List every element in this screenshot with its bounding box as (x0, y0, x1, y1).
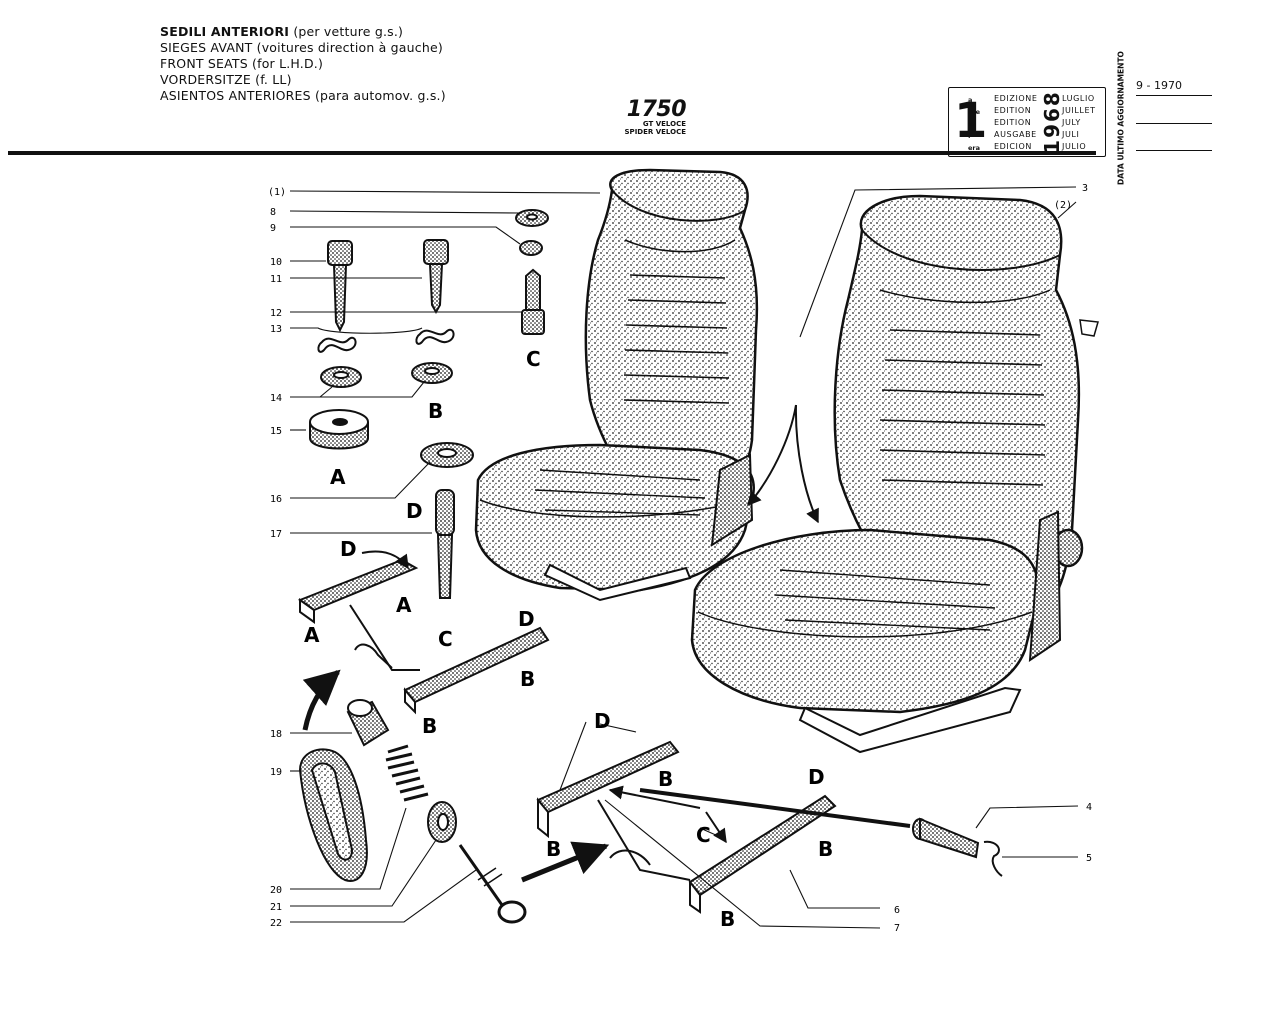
edition-number: 1 (954, 93, 988, 149)
callout-19: 19 (270, 767, 282, 778)
letter-d: D (406, 499, 423, 523)
letter-b: B (428, 399, 443, 423)
title-block: SEDILI ANTERIORI (per vetture g.s.) SIEG… (160, 24, 446, 104)
letter-b: B (720, 907, 735, 931)
letter-b: B (520, 667, 535, 691)
title-it: SEDILI ANTERIORI (per vetture g.s.) (160, 24, 446, 40)
letter-c: C (696, 823, 711, 847)
title-de: VORDERSITZE (f. LL) (160, 72, 292, 87)
edition-months: LUGLIO JUILLET JULY JULI JULIO (1062, 93, 1096, 153)
model-variant-gt: GT VELOCE (642, 120, 686, 128)
letter-c: C (438, 627, 453, 651)
letter-a: A (396, 593, 412, 617)
callout-9: 9 (270, 223, 276, 234)
edition-month: JULY (1062, 118, 1081, 127)
edition-label: EDITION (994, 106, 1032, 115)
model-variant-spider: SPIDER VELOCE (624, 128, 686, 136)
edition-label: EDIZIONE (994, 94, 1038, 103)
update-date: 9 - 1970 (1136, 79, 1182, 92)
callout-4: 4 (1086, 802, 1092, 813)
edition-sup-fr: ere (968, 108, 981, 116)
callout-numbers: (1) (2) 3 4 5 6 7 8 9 10 11 12 13 14 15 … (268, 183, 1092, 934)
callout-6: 6 (894, 905, 900, 916)
pin-and-clip (912, 817, 1003, 877)
edition-sup-de: . (968, 132, 971, 140)
edition-month: LUGLIO (1062, 94, 1095, 103)
callout-10: 10 (270, 257, 282, 268)
letter-a: A (304, 623, 320, 647)
letter-d: D (808, 765, 825, 789)
callout-15: 15 (270, 426, 282, 437)
title-it-rest: (per vetture g.s.) (293, 24, 404, 39)
edition-sup-it: a (968, 96, 973, 104)
callout-7: 7 (894, 923, 900, 934)
assembly-arrows (302, 404, 911, 883)
edition-labels: EDIZIONE EDITION EDITION AUSGABE EDICION (994, 93, 1038, 153)
title-it-main: SEDILI ANTERIORI (160, 24, 290, 39)
letter-b: B (818, 837, 833, 861)
edition-sup-en: st (968, 120, 975, 128)
callout-13: 13 (270, 324, 282, 335)
letter-b: B (546, 837, 561, 861)
callout-1: (1) (268, 187, 286, 198)
callout-8: 8 (270, 207, 276, 218)
seat-left (474, 168, 759, 602)
seat-right (690, 194, 1099, 754)
edition-sup-es: era (968, 144, 981, 152)
parts-group (298, 209, 549, 924)
letter-d: D (594, 709, 611, 733)
callout-11: 11 (270, 274, 282, 285)
edition-month: JUILLET (1062, 106, 1096, 115)
callout-16: 16 (270, 494, 282, 505)
callout-18: 18 (270, 729, 282, 740)
letter-d: D (518, 607, 535, 631)
revision-line (1136, 95, 1212, 96)
letter-b: B (422, 714, 437, 738)
letter-c: C (526, 347, 541, 371)
assembly-letters: C B A D D A A C D B B D B D C B B B (304, 347, 833, 931)
edition-label: AUSGABE (994, 130, 1037, 139)
edition-month: JULI (1062, 130, 1080, 139)
model-number: 1750 (626, 97, 687, 122)
rail-assembly-upper (297, 558, 550, 715)
callout-17: 17 (270, 529, 282, 540)
model-block: 1750 GT VELOCE SPIDER VELOCE (606, 97, 687, 137)
edition-label: EDITION (994, 118, 1032, 127)
callout-3: 3 (1082, 183, 1088, 194)
revision-line (1136, 150, 1212, 151)
callout-14: 14 (270, 393, 282, 404)
leader-lines (289, 186, 1079, 929)
header-rule (8, 151, 1096, 155)
callout-2: (2) (1054, 200, 1072, 211)
callout-22: 22 (270, 918, 282, 929)
edition-label: EDICION (994, 142, 1033, 151)
callout-5: 5 (1086, 853, 1092, 864)
letter-b: B (658, 767, 673, 791)
callout-12: 12 (270, 308, 282, 319)
callout-21: 21 (270, 902, 282, 913)
edition-box (948, 87, 1106, 157)
edition-month: JULIO (1062, 142, 1087, 151)
revision-line (1136, 123, 1212, 124)
letter-a: A (330, 465, 346, 489)
letter-d: D (340, 537, 357, 561)
title-es: ASIENTOS ANTERIORES (para automov. g.s.) (160, 88, 446, 103)
callout-20: 20 (270, 885, 282, 896)
title-en: FRONT SEATS (for L.H.D.) (160, 56, 324, 71)
rail-assembly-lower (536, 740, 837, 914)
title-fr: SIEGES AVANT (voitures direction à gauch… (160, 40, 443, 55)
